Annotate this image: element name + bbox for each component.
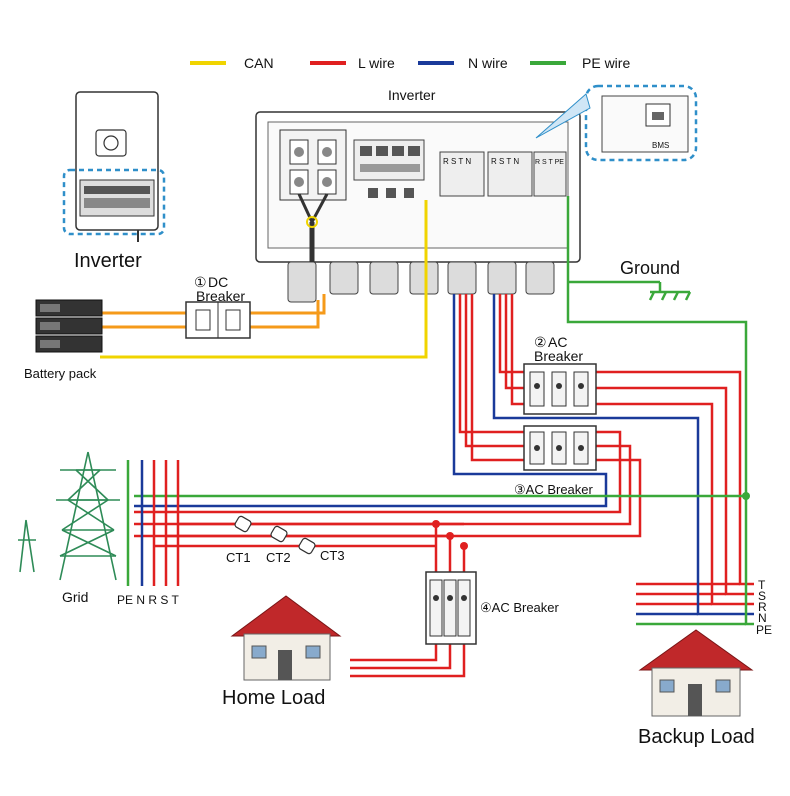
pe-junction (742, 492, 750, 500)
grid-tower-icon (18, 451, 120, 581)
bms-label: BMS (652, 141, 669, 150)
dc-breaker-number: ① (194, 274, 207, 290)
dc-breaker-label: DC (208, 274, 228, 290)
ac-breaker-2-label-2: Breaker (534, 348, 583, 364)
legend-n-wire-label: N wire (468, 55, 508, 71)
grid-bus (126, 460, 180, 586)
battery-pack: Battery pack (24, 299, 103, 381)
legend-pe-wire-label: PE wire (582, 55, 630, 71)
legend-can-label: CAN (244, 55, 274, 71)
ac-breaker-4-label: ④AC Breaker (480, 600, 560, 615)
grid-label: Grid (62, 589, 88, 605)
backup-load-label: Backup Load (638, 726, 755, 748)
ct2-label: CT2 (266, 550, 291, 565)
backup-load-house-icon (638, 629, 754, 717)
dc-wires (100, 294, 326, 329)
battery-pack-label: Battery pack (24, 366, 97, 381)
ac-terminal-c-label: R S T PE (535, 159, 564, 166)
ground-symbol (648, 282, 692, 301)
bus-r-label: R (758, 600, 767, 614)
ac-terminal-b-label: R S T N (491, 157, 519, 166)
ac-breaker-3: ③AC Breaker (514, 425, 597, 497)
ac-breaker-3-label: ③AC Breaker (514, 482, 594, 497)
legend: CAN L wire N wire PE wire (190, 55, 630, 71)
home-load-junctions (432, 520, 468, 550)
bus-s-label: S (758, 589, 766, 603)
inverter-thumbnail: Inverter (62, 91, 166, 272)
dc-breaker-label-2: Breaker (196, 288, 245, 304)
ac-terminal-c (533, 151, 567, 197)
ac-terminal-a (439, 151, 485, 197)
bus-pe-label: PE (756, 623, 772, 637)
ground-label: Ground (620, 258, 680, 278)
bus-n-label: N (758, 611, 767, 625)
pe-wire (566, 196, 754, 626)
ac-terminal-b (487, 151, 533, 197)
can-wire (100, 200, 428, 359)
home-load-label: Home Load (222, 687, 325, 709)
backup-n-wire (492, 294, 754, 616)
backup-l-wires (498, 294, 754, 606)
ct3-label: CT3 (320, 548, 345, 563)
bms-callout: BMS (535, 84, 698, 162)
dc-breaker: ① DC Breaker (185, 274, 251, 339)
grid-l-wires (134, 294, 642, 538)
ac-breaker-2-number: ② (534, 334, 547, 350)
inverter-title: Inverter (388, 87, 436, 103)
current-transformers (234, 515, 316, 555)
inverter-panel: Inverter R S T N R S T N R S T PE (255, 87, 581, 303)
cable-glands (287, 261, 555, 303)
ct1-label: CT1 (226, 550, 251, 565)
ac-breaker-4: ④AC Breaker (425, 571, 560, 645)
inverter-thumbnail-label: Inverter (74, 250, 142, 272)
home-load-wires (350, 524, 466, 678)
inverter-thumbnail-callout (62, 168, 166, 236)
grid-phase-wires (154, 522, 464, 548)
legend-l-wire-label: L wire (358, 55, 395, 71)
home-load-house-icon (230, 595, 342, 681)
ac-breaker-2-label: AC (548, 334, 567, 350)
bus-t-label: T (758, 578, 766, 592)
grid-n-wire (134, 294, 608, 508)
ac-breaker-2: ② AC Breaker (523, 334, 597, 415)
ac-terminal-a-label: R S T N (443, 157, 471, 166)
grid-phases-label: PE N R S T (117, 593, 179, 607)
